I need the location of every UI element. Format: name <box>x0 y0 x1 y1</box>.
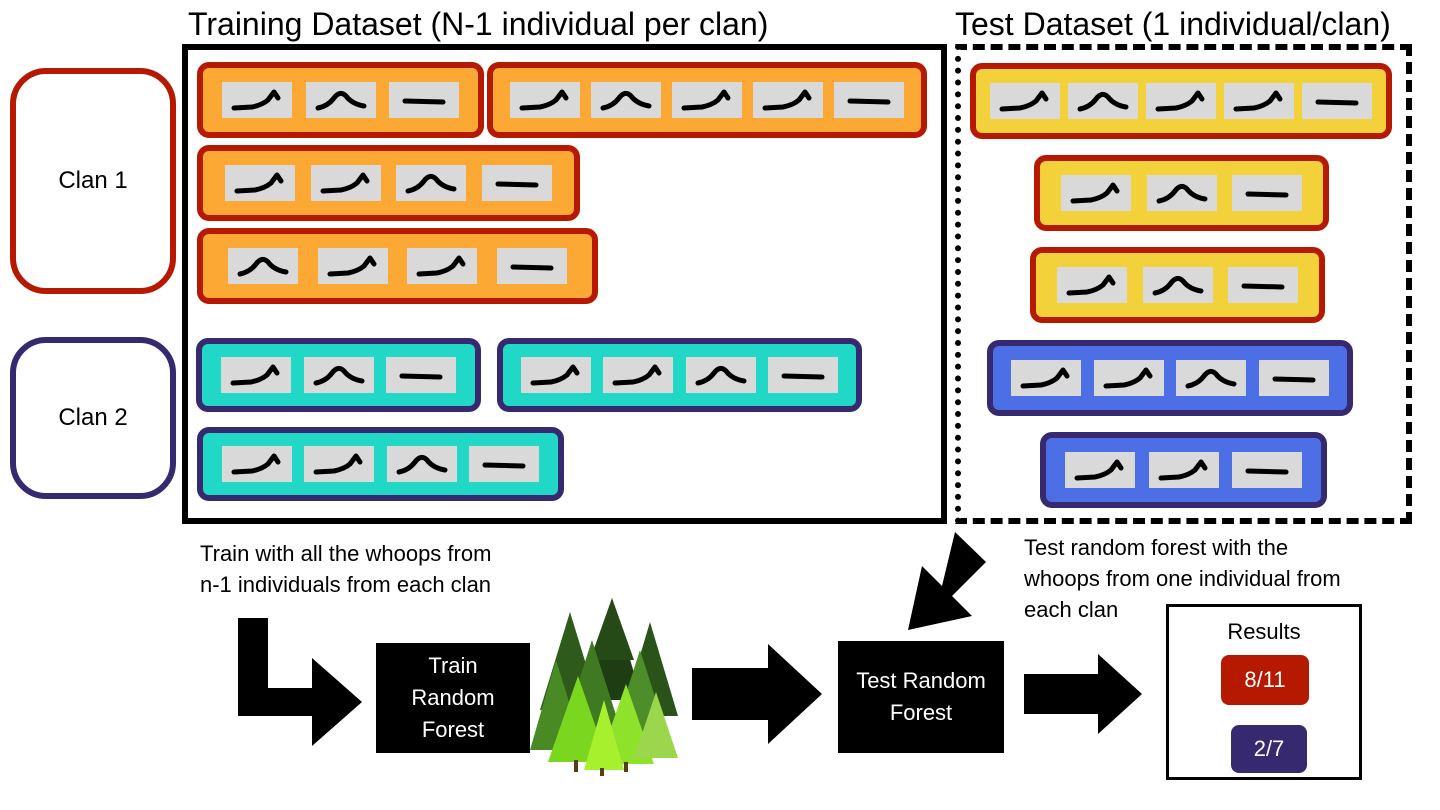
test-individual <box>1040 432 1327 508</box>
train-random-forest-step: Train Random Forest <box>376 643 530 753</box>
test-step-line: Forest <box>889 700 953 725</box>
train-description-line: Train with all the whoops from <box>200 541 492 566</box>
rising-whoop-icon <box>1057 267 1128 303</box>
rising-whoop-icon <box>220 357 291 393</box>
flat-whoop-icon <box>1302 83 1372 119</box>
rising-whoop-icon <box>672 82 742 118</box>
rising-whoop-icon <box>753 82 823 118</box>
rising-whoop-icon <box>310 165 381 201</box>
training-individual <box>497 338 862 412</box>
arch-whoop-icon <box>1146 175 1217 211</box>
clan-1-label: Clan 1 <box>58 167 128 194</box>
training-dataset-title: Training Dataset (N-1 individual per cla… <box>188 6 769 42</box>
flat-whoop-icon <box>1258 360 1329 396</box>
rising-whoop-icon <box>222 82 293 118</box>
rising-whoop-icon <box>510 82 580 118</box>
rising-whoop-icon <box>224 165 295 201</box>
arch-whoop-icon <box>1176 360 1247 396</box>
rising-whoop-icon <box>603 357 674 393</box>
test-to-results-arrow-icon <box>1024 654 1142 734</box>
clan-2-result-badge: 2/7 <box>1231 725 1307 773</box>
test-random-forest-step: Test Random Forest <box>838 641 1004 753</box>
arch-whoop-icon <box>228 248 299 284</box>
training-dataset-frame <box>182 44 947 524</box>
arch-whoop-icon <box>1142 267 1213 303</box>
test-description-line: Test random forest with the <box>1024 535 1289 560</box>
flat-whoop-icon <box>496 248 567 284</box>
arch-whoop-icon <box>1068 83 1138 119</box>
rising-whoop-icon <box>1146 83 1216 119</box>
rising-whoop-icon <box>407 248 478 284</box>
train-to-test-arrow-icon <box>692 644 822 744</box>
training-individual <box>197 145 580 221</box>
results-panel: Results 8/11 2/7 <box>1166 604 1362 780</box>
training-individual <box>196 338 481 412</box>
flat-whoop-icon <box>469 446 540 482</box>
train-entry-arrow-icon <box>238 618 362 746</box>
arch-whoop-icon <box>305 82 376 118</box>
train-description-line: n-1 individuals from each clan <box>200 572 492 597</box>
train-step-line: Random <box>411 685 495 710</box>
arch-whoop-icon <box>685 357 756 393</box>
training-individual <box>197 427 564 501</box>
flat-whoop-icon <box>834 82 904 118</box>
rising-whoop-icon <box>521 357 592 393</box>
arch-whoop-icon <box>303 357 374 393</box>
rising-whoop-icon <box>1148 452 1219 488</box>
training-individual <box>197 62 484 138</box>
test-description-line: whoops from one individual from <box>1024 566 1341 591</box>
test-dataset-title: Test Dataset (1 individual/clan) <box>955 6 1391 42</box>
clan-1-result-badge: 8/11 <box>1221 655 1309 705</box>
rising-whoop-icon <box>1065 452 1136 488</box>
rising-whoop-icon <box>1011 360 1082 396</box>
rising-whoop-icon <box>1224 83 1294 119</box>
training-individual <box>487 62 927 138</box>
flat-whoop-icon <box>386 357 457 393</box>
flat-whoop-icon <box>482 165 553 201</box>
rising-whoop-icon <box>221 446 292 482</box>
arch-whoop-icon <box>591 82 661 118</box>
test-individual <box>1034 155 1329 231</box>
rising-whoop-icon <box>1061 175 1132 211</box>
arch-whoop-icon <box>386 446 457 482</box>
train-step-line: Train <box>428 653 478 678</box>
rising-whoop-icon <box>1093 360 1164 396</box>
training-individual <box>197 228 598 304</box>
flat-whoop-icon <box>1231 452 1302 488</box>
clan-2-box: Clan 2 <box>10 337 176 499</box>
test-dataset-frame <box>955 44 1412 524</box>
clan-2-label: Clan 2 <box>58 404 128 431</box>
test-individual <box>987 340 1353 416</box>
rising-whoop-icon <box>317 248 388 284</box>
results-title: Results <box>1227 619 1301 644</box>
flat-whoop-icon <box>1231 175 1302 211</box>
flat-whoop-icon <box>388 82 459 118</box>
test-description-line: each clan <box>1024 597 1119 622</box>
flat-whoop-icon <box>1227 267 1298 303</box>
arch-whoop-icon <box>396 165 467 201</box>
forest-icon <box>530 598 678 776</box>
rising-whoop-icon <box>990 83 1060 119</box>
test-individual <box>1030 247 1325 323</box>
test-step-line: Test Random <box>856 668 986 693</box>
train-description: Train with all the whoops from n-1 indiv… <box>200 538 620 600</box>
test-individual <box>970 63 1392 139</box>
test-description: Test random forest with the whoops from … <box>1024 532 1434 625</box>
rising-whoop-icon <box>304 446 375 482</box>
clan-1-box: Clan 1 <box>10 68 176 294</box>
flat-whoop-icon <box>767 357 838 393</box>
test-data-arrow-icon <box>908 532 986 630</box>
train-step-line: Forest <box>421 717 485 742</box>
